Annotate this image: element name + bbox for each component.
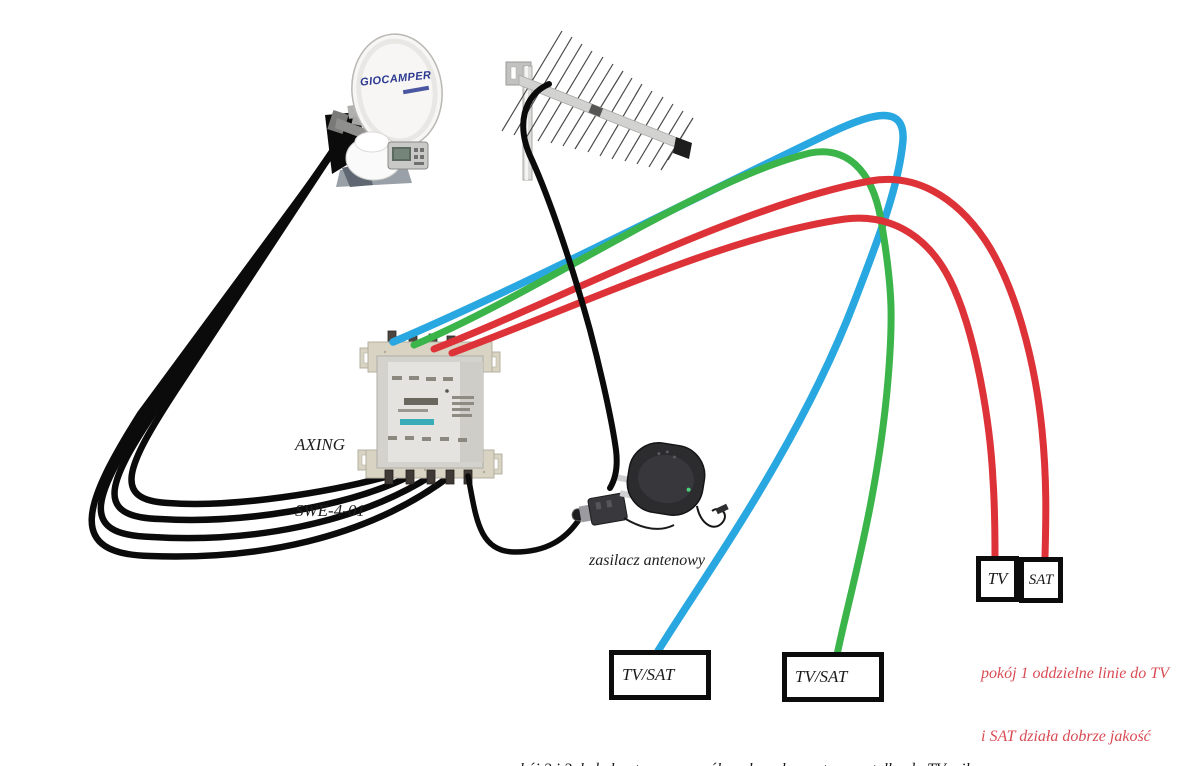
antenna-boom-cap bbox=[673, 137, 692, 159]
inserter-cable bbox=[465, 473, 581, 555]
outlet-green-label: TV/SAT bbox=[795, 667, 848, 686]
cable-red-tv bbox=[448, 214, 999, 561]
outlet-box-tv: TV bbox=[976, 556, 1019, 602]
adapter-cord-tip bbox=[715, 503, 729, 515]
outlet-sat-label: SAT bbox=[1028, 571, 1054, 588]
outlet-tv-label: TV bbox=[987, 569, 1008, 588]
terrestrial-antenna bbox=[501, 30, 694, 181]
multiswitch-body bbox=[376, 355, 484, 469]
antenna-feed-box bbox=[588, 104, 604, 117]
outlet-box-sat: SAT bbox=[1019, 557, 1063, 603]
dish-cable bbox=[88, 147, 454, 560]
power-supply bbox=[465, 442, 729, 555]
multiswitch bbox=[357, 330, 503, 485]
multiswitch-label-line2: SWE-4-01 bbox=[295, 501, 365, 520]
dish-cable bbox=[97, 137, 435, 542]
multiswitch-label: AXING SWE-4-01 bbox=[295, 390, 365, 544]
inserter-cord bbox=[623, 517, 675, 531]
note-rooms-2-3: pokój 2 i 3 kabel antenowy wspólny ale w… bbox=[504, 717, 978, 766]
antenna-cable bbox=[520, 81, 620, 491]
multiswitch-logo-bar bbox=[400, 419, 434, 425]
dish-base bbox=[336, 131, 412, 187]
multiswitch-label-line1: AXING bbox=[295, 435, 346, 454]
cable-red-sat bbox=[430, 175, 1050, 561]
distribution-cables bbox=[389, 111, 1050, 659]
power-supply-label: zasilacz antenowy bbox=[589, 552, 705, 569]
dish-brand-swoosh bbox=[402, 85, 430, 95]
dish-cables bbox=[88, 117, 454, 560]
dish-cable bbox=[111, 127, 414, 524]
ac-adapter bbox=[615, 442, 729, 528]
outlet-box-green: TV/SAT bbox=[782, 652, 884, 702]
outlet-blue-label: TV/SAT bbox=[622, 665, 675, 684]
power-inserter bbox=[571, 492, 628, 526]
satellite-dish: GIOCAMPER bbox=[325, 33, 443, 187]
cable-green bbox=[410, 148, 895, 659]
note-room-1: pokój 1 oddzielne linie do TV i SAT dzia… bbox=[981, 665, 1169, 745]
outlet-box-blue: TV/SAT bbox=[609, 650, 711, 700]
dish-cable bbox=[128, 117, 393, 508]
adapter-led bbox=[686, 487, 691, 492]
signal-meter bbox=[387, 141, 429, 170]
